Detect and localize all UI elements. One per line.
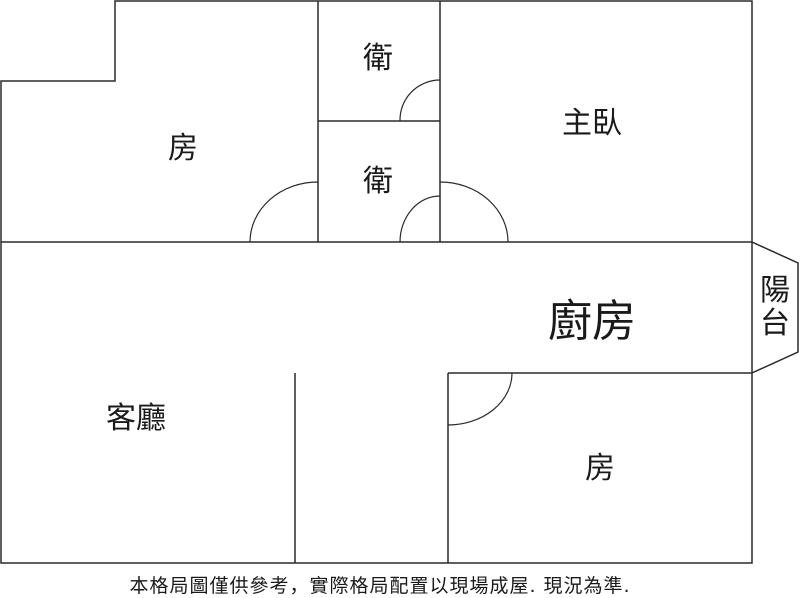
room-label-kitchen: 廚房: [548, 296, 636, 347]
room-label-bath-upper: 衛: [363, 41, 393, 76]
door-swing-bath-upper: [399, 79, 441, 122]
room-label-bath-lower: 衛: [363, 164, 393, 199]
room-label-bedroom-bottom: 房: [585, 451, 615, 486]
door-swing-bedroom-top-left: [249, 181, 319, 243]
disclaimer-footnote: 本格局圖僅供參考，實際格局配置以現場成屋. 現況為準.: [129, 575, 631, 597]
room-label-balcony: 陽台: [760, 273, 790, 341]
door-swing-bath-lower: [399, 195, 441, 243]
room-label-bedroom: 房: [168, 131, 198, 166]
door-swing-bedroom-bottom-right: [447, 372, 513, 426]
room-label-master-bedroom: 主臥: [562, 106, 622, 141]
door-swing-master: [439, 181, 509, 243]
outer-wall: [0, 0, 799, 564]
room-label-living-room: 客廳: [106, 401, 166, 436]
